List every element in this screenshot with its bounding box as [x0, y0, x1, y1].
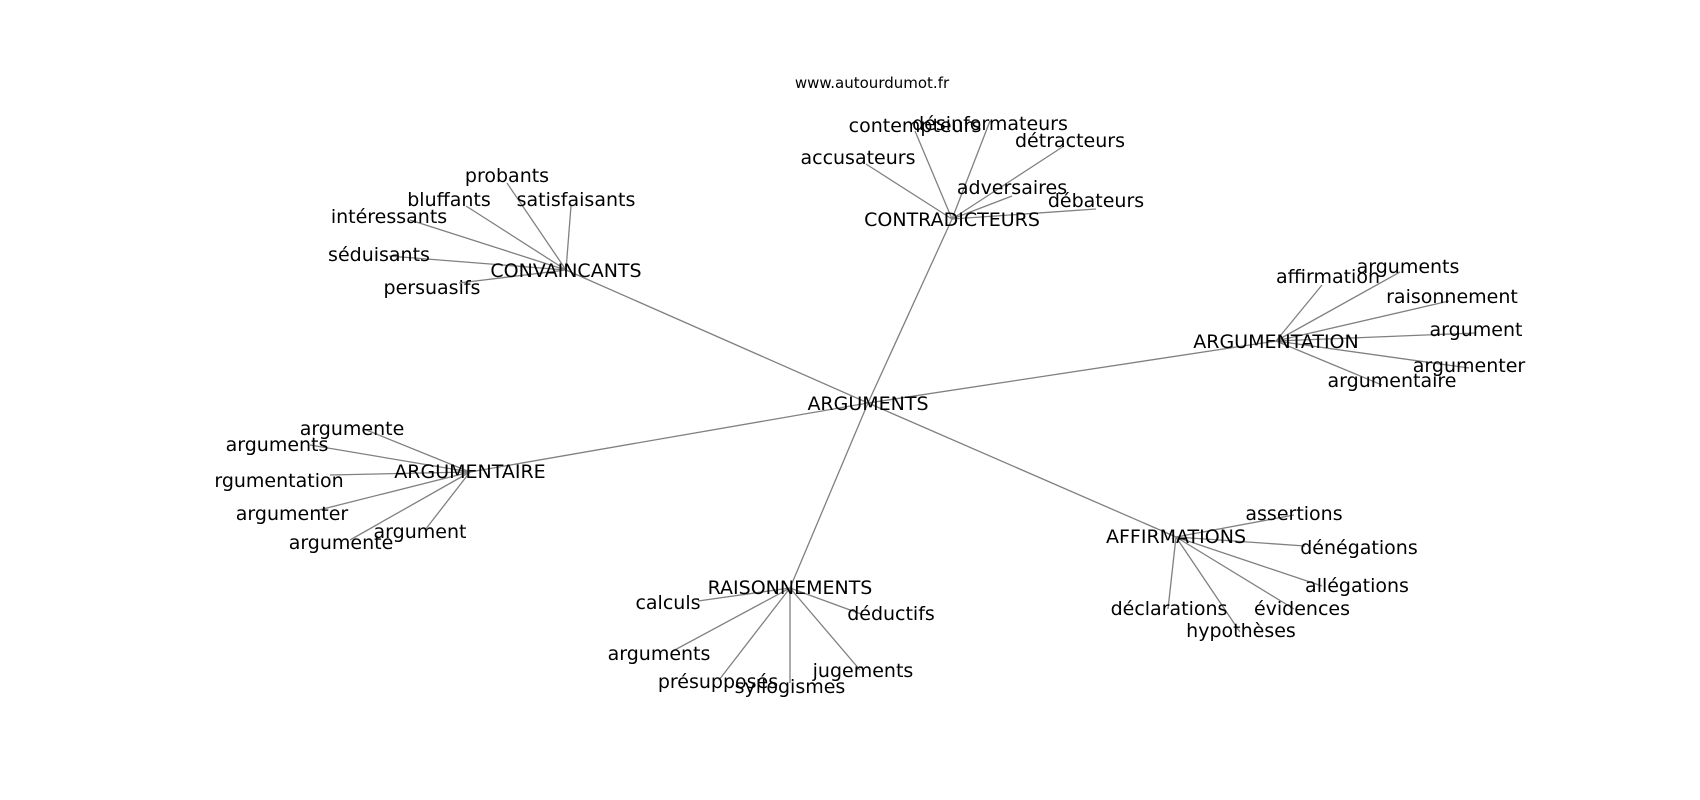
leaf-node-label: argumente — [300, 418, 405, 440]
hub-node-label-affirmations: AFFIRMATIONS — [1106, 526, 1246, 548]
leaf-node-label: persuasifs — [384, 277, 481, 299]
edge-root-to-argumentation — [867, 340, 1277, 404]
edge-contradicteurs-leaf — [951, 208, 1097, 220]
leaf-node-label: désinformateurs — [912, 113, 1068, 135]
edge-argumentation-leaf — [1275, 271, 1401, 342]
edge-argumentaire-leaf — [363, 428, 471, 473]
leaf-node-label: rgumentation — [214, 470, 343, 492]
edge-root-to-raisonnements — [789, 402, 869, 589]
edge-argumentation-leaf — [1275, 340, 1383, 386]
edge-argumentaire-leaf — [424, 471, 471, 531]
leaf-node-label: argument — [1430, 319, 1523, 341]
edge-convaincants-leaf — [506, 182, 567, 271]
edge-raisonnements-leaf — [697, 587, 791, 602]
leaf-node-label: présupposés — [658, 671, 778, 693]
edge-affirmations-leaf — [1175, 536, 1241, 633]
edge-affirmations-leaf — [1175, 536, 1323, 587]
leaf-node-label: déclarations — [1111, 598, 1228, 620]
leaf-node-label: arguments — [608, 643, 711, 665]
hub-node-label-argumentaire: ARGUMENTAIRE — [394, 461, 545, 483]
edge-root-to-contradicteurs — [867, 218, 953, 404]
leaf-node-label: détracteurs — [1015, 130, 1125, 152]
leaf-node-label: contempteurs — [849, 115, 982, 137]
edge-argumentation-leaf — [1275, 332, 1477, 342]
leaf-node-label: évidences — [1254, 598, 1350, 620]
hub-node-label-argumentation: ARGUMENTATION — [1193, 331, 1358, 353]
leaf-node-label: hypothèses — [1186, 620, 1296, 642]
graph-edges — [309, 120, 1477, 683]
leaf-node-label: intéressants — [331, 206, 447, 228]
leaf-node-label: dénégations — [1300, 537, 1417, 559]
edge-root-to-affirmations — [867, 402, 1177, 538]
leaf-node-label: arguments — [226, 434, 329, 456]
edge-contradicteurs-leaf — [914, 130, 953, 220]
edge-root-to-argumentaire — [469, 402, 869, 473]
leaf-node-label: argumenter — [236, 503, 349, 525]
edge-contradicteurs-leaf — [951, 145, 1065, 220]
leaf-node-label: débateurs — [1048, 190, 1144, 212]
leaf-node-label: calculs — [635, 592, 700, 614]
leaf-node-label: satisfaisants — [517, 189, 636, 211]
leaf-node-label: arguments — [1357, 256, 1460, 278]
root-node-label: ARGUMENTS — [807, 393, 928, 415]
leaf-node-label: syllogismes — [735, 676, 846, 698]
leaf-node-label: allégations — [1305, 575, 1409, 597]
edge-argumentation-leaf — [1275, 284, 1323, 342]
leaf-node-label: accusateurs — [800, 147, 915, 169]
hub-node-label-contradicteurs: CONTRADICTEURS — [864, 209, 1040, 231]
edge-raisonnements-leaf — [789, 587, 862, 615]
leaf-node-label: argumenter — [1413, 355, 1526, 377]
edge-convaincants-leaf — [565, 205, 572, 271]
edge-raisonnements-leaf — [670, 587, 791, 653]
leaf-node-label: probants — [465, 165, 549, 187]
edge-convaincants-leaf — [458, 269, 567, 284]
edge-contradicteurs-leaf — [951, 120, 991, 220]
edge-root-to-convaincants — [565, 269, 869, 404]
edge-argumentaire-leaf — [314, 471, 471, 512]
edge-argumentation-leaf — [1275, 300, 1450, 342]
edge-argumentaire-leaf — [309, 444, 471, 473]
edge-convaincants-leaf — [388, 255, 567, 271]
edge-convaincants-leaf — [465, 205, 567, 271]
edge-affirmations-leaf — [1175, 536, 1306, 547]
leaf-node-label: affirmation — [1276, 266, 1380, 288]
hub-node-label-raisonnements: RAISONNEMENTS — [708, 577, 873, 599]
leaf-node-label: adversaires — [957, 177, 1067, 199]
leaf-node-label: bluffants — [407, 189, 491, 211]
edge-contradicteurs-leaf — [951, 195, 1013, 220]
edge-affirmations-leaf — [1167, 536, 1177, 610]
edge-contradicteurs-leaf — [865, 163, 953, 220]
leaf-node-label: raisonnement — [1386, 286, 1518, 308]
edge-argumentaire-leaf — [349, 471, 471, 541]
leaf-node-label: déductifs — [847, 603, 935, 625]
site-watermark: www.autourdumot.fr — [795, 74, 950, 92]
leaf-node-label: argumente — [289, 532, 394, 554]
hub-node-label-convaincants: CONVAINCANTS — [490, 260, 641, 282]
graph-labels: www.autourdumot.fr ARGUMENTS contempteur… — [214, 74, 1525, 698]
edge-convaincants-leaf — [409, 219, 567, 271]
leaf-node-label: assertions — [1245, 503, 1342, 525]
edge-affirmations-leaf — [1175, 536, 1295, 610]
leaf-node-label: jugements — [812, 660, 914, 682]
leaf-node-label: séduisants — [328, 244, 430, 266]
edge-raisonnements-leaf — [789, 587, 861, 671]
leaf-node-label: argumentaire — [1328, 370, 1457, 392]
edge-argumentaire-leaf — [329, 471, 471, 476]
edge-affirmations-leaf — [1175, 514, 1295, 538]
leaf-node-label: argument — [374, 521, 467, 543]
edge-argumentation-leaf — [1275, 340, 1470, 369]
edge-raisonnements-leaf — [718, 587, 791, 681]
